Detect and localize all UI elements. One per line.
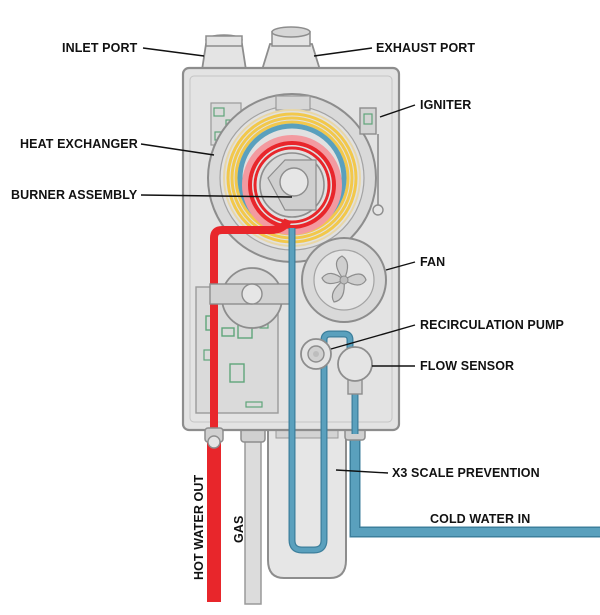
recirculation-pump-shape	[300, 338, 332, 370]
label-fan: FAN	[420, 255, 445, 269]
label-scale-prevention: X3 SCALE PREVENTION	[392, 466, 540, 480]
label-cold-water-in: COLD WATER IN	[430, 512, 530, 526]
inlet-port-shape	[200, 34, 248, 71]
label-gas: GAS	[232, 516, 246, 543]
bottom-fittings	[204, 427, 224, 449]
label-hot-water-out: HOT WATER OUT	[192, 475, 206, 580]
label-burner-assembly: BURNER ASSEMBLY	[11, 188, 138, 202]
label-flow-sensor: FLOW SENSOR	[420, 359, 514, 373]
leader-lines	[140, 47, 416, 474]
igniter-shape	[359, 107, 384, 216]
label-inlet-port: INLET PORT	[62, 41, 138, 55]
hot-water-pipe-external	[207, 440, 221, 602]
label-exhaust-port: EXHAUST PORT	[376, 41, 475, 55]
label-recirculation-pump: RECIRCULATION PUMP	[420, 318, 564, 332]
scale-prevention-cartridge	[267, 427, 347, 579]
flow-sensor-shape	[337, 346, 373, 395]
hot-water-pipe-internal	[210, 218, 292, 440]
label-heat-exchanger: HEAT EXCHANGER	[20, 137, 138, 151]
gas-valve	[209, 267, 295, 329]
fan-shape	[301, 237, 387, 323]
gas-pipe	[240, 427, 266, 605]
exhaust-port-shape	[260, 26, 322, 71]
label-igniter: IGNITER	[420, 98, 471, 112]
burner-assembly	[259, 152, 325, 218]
